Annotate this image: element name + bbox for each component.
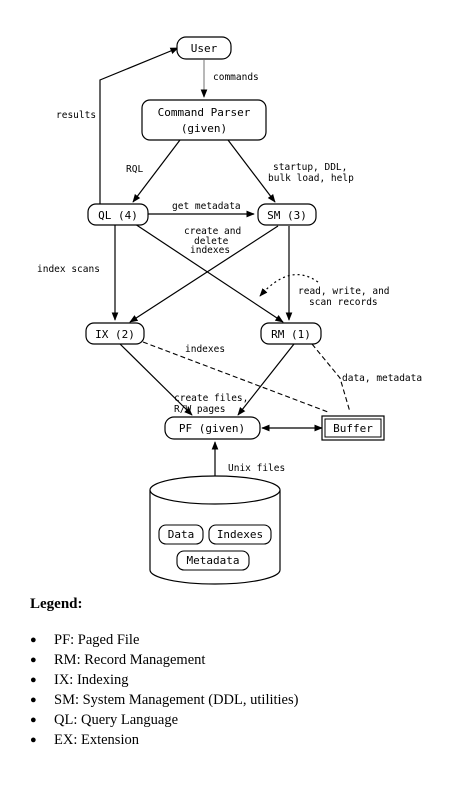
bullet-icon: ●	[30, 674, 37, 686]
node-buffer: Buffer	[321, 415, 385, 441]
node-data-label: Data	[168, 528, 195, 541]
bullet-icon: ●	[30, 634, 37, 646]
label-rws-line2: scan records	[309, 297, 378, 308]
node-metadata: Metadata	[176, 550, 250, 571]
node-sm-label: SM (3)	[267, 209, 307, 222]
edge-data-metadata-dashed	[311, 343, 351, 413]
node-metadata-label: Metadata	[187, 554, 240, 567]
edge-ix-pf	[119, 343, 193, 416]
legend-item: ● RM: Record Management	[30, 650, 298, 670]
label-startup-line2: bulk load, help	[268, 173, 354, 184]
bullet-icon: ●	[30, 694, 37, 706]
legend-item: ● PF: Paged File	[30, 630, 298, 650]
node-indexes-label: Indexes	[217, 528, 263, 541]
legend-item: ● QL: Query Language	[30, 710, 298, 730]
node-user: User	[176, 36, 232, 60]
edge-ql-rm	[134, 223, 284, 323]
bullet-icon: ●	[30, 654, 37, 666]
architecture-diagram: User Command Parser (given) QL (4) SM (3…	[37, 36, 422, 585]
label-commands: commands	[213, 72, 259, 83]
legend-item-text: QL: Query Language	[54, 712, 179, 728]
label-index-scans: index scans	[37, 264, 100, 275]
label-rql: RQL	[126, 164, 143, 175]
label-rws-line1: read, write, and	[298, 286, 390, 297]
edge-create-delete-indexes	[129, 225, 279, 323]
node-rm: RM (1)	[260, 322, 322, 345]
node-indexes: Indexes	[208, 524, 272, 545]
node-pf: PF (given)	[164, 416, 261, 440]
node-command-parser: Command Parser (given)	[141, 99, 267, 141]
node-ix: IX (2)	[85, 322, 145, 345]
node-ql: QL (4)	[87, 203, 149, 226]
node-user-label: User	[191, 42, 218, 55]
legend-item: ● IX: Indexing	[30, 670, 298, 690]
node-rm-label: RM (1)	[271, 328, 311, 341]
label-create-delete-line1: create and	[184, 226, 241, 237]
bullet-icon: ●	[30, 734, 37, 746]
bullet-icon: ●	[30, 714, 37, 726]
label-create-delete-line2: delete	[194, 236, 229, 247]
legend-item-text: EX: Extension	[54, 732, 139, 748]
legend-title: Legend:	[30, 596, 83, 612]
label-create-files-line1: create files,	[174, 393, 248, 404]
node-data: Data	[158, 524, 204, 545]
node-sm: SM (3)	[257, 203, 317, 226]
edge-startup	[227, 139, 276, 203]
node-buffer-label: Buffer	[333, 422, 373, 435]
node-ql-label: QL (4)	[98, 209, 138, 222]
label-create-delete-line3: indexes	[190, 245, 230, 256]
label-create-files-line2: R/W pages	[174, 404, 225, 415]
legend-list: ● PF: Paged File ● RM: Record Management ●…	[30, 630, 298, 750]
legend-item-text: IX: Indexing	[54, 672, 129, 688]
node-ix-label: IX (2)	[95, 328, 135, 341]
legend-item: ● SM: System Management (DDL, utilities)	[30, 690, 298, 710]
edge-rql	[132, 139, 181, 203]
legend-item-text: SM: System Management (DDL, utilities)	[54, 692, 299, 708]
label-results: results	[56, 110, 96, 121]
legend-item-text: PF: Paged File	[54, 632, 140, 648]
node-pf-label: PF (given)	[179, 422, 245, 435]
legend-item-text: RM: Record Management	[54, 652, 206, 668]
label-data-metadata: data, metadata	[342, 373, 422, 384]
label-indexes: indexes	[185, 344, 225, 355]
legend-item: ● EX: Extension	[30, 730, 298, 750]
edge-results	[99, 47, 179, 205]
edge-indexes-dashed	[142, 341, 329, 413]
label-get-metadata: get metadata	[172, 201, 241, 212]
label-startup-line1: startup, DDL,	[273, 162, 347, 173]
node-command-parser-sublabel: (given)	[181, 122, 227, 135]
edge-rws-records	[259, 274, 319, 297]
edge-rm-pf	[237, 343, 295, 416]
label-unix-files: Unix files	[228, 463, 285, 474]
node-command-parser-label: Command Parser	[158, 106, 251, 119]
